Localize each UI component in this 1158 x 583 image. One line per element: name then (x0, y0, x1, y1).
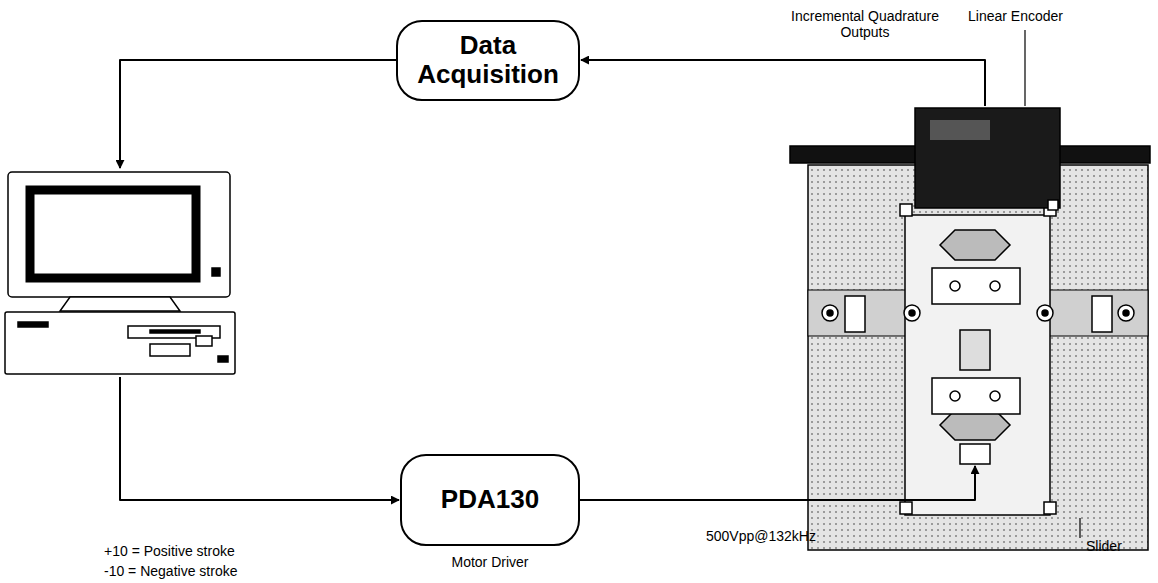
linear-stage (790, 108, 1150, 550)
drawing-part (932, 378, 1020, 414)
drawing-part (1118, 305, 1134, 321)
drawing-part (845, 296, 865, 332)
drawing-part (960, 330, 990, 370)
box-title: Data Acquisition (413, 31, 563, 89)
drawing-part (940, 230, 1010, 260)
drawing-part (950, 391, 960, 401)
drawing-part (950, 281, 960, 291)
signal-label: Incremental Quadrature Outputs (790, 8, 940, 40)
drawing-part (5, 312, 235, 374)
drawing-part (1048, 200, 1058, 210)
drawing-part (930, 120, 990, 140)
drawing-part (990, 391, 1000, 401)
drawing-part (909, 310, 915, 316)
process-box: PDA130Motor Driver (400, 454, 580, 546)
computer-icon (5, 172, 235, 374)
drawing-part (990, 281, 1000, 291)
drawing-part (1044, 502, 1056, 514)
drawing-part (900, 502, 912, 514)
drawing-part (60, 297, 180, 311)
drawing-part (1024, 30, 1025, 106)
drawing-part (18, 322, 48, 327)
drawing-part (900, 204, 912, 216)
drawing-part (822, 305, 838, 321)
box-caption: Motor Driver (451, 554, 528, 570)
drawing-part (150, 330, 200, 333)
drawing-part (196, 336, 212, 346)
signal-label: Slider (1086, 538, 1122, 554)
drawing-part (212, 268, 220, 276)
signal-arrow (120, 377, 399, 500)
drawing-part (808, 165, 1148, 550)
signal-label: +10 = Positive stroke (104, 543, 235, 559)
drawing-part (1037, 305, 1053, 321)
drawing-part (8, 172, 230, 297)
drawing-part (1079, 518, 1080, 538)
drawing-part (932, 268, 1020, 304)
drawing-part (827, 310, 833, 316)
signal-label: Linear Encoder (968, 8, 1063, 24)
drawing-part (905, 215, 1050, 515)
signal-label: 500Vpp@132kHz (706, 528, 816, 544)
signal-label: -10 = Negative stroke (104, 563, 237, 579)
leader-lines (1025, 30, 1080, 538)
box-title: PDA130 (441, 485, 539, 514)
drawing-part (1123, 310, 1129, 316)
signal-arrow (120, 60, 396, 168)
drawing-part (1042, 310, 1048, 316)
drawing-part (960, 444, 990, 464)
signal-arrow (581, 60, 985, 106)
process-box: Data Acquisition (396, 20, 580, 101)
drawing-part (218, 356, 228, 362)
signal-arrow (580, 466, 975, 500)
drawing-part (904, 305, 920, 321)
drawing-part (30, 190, 196, 278)
drawing-part (150, 344, 190, 356)
drawing-part (1092, 296, 1112, 332)
drawing-part (915, 108, 1060, 208)
